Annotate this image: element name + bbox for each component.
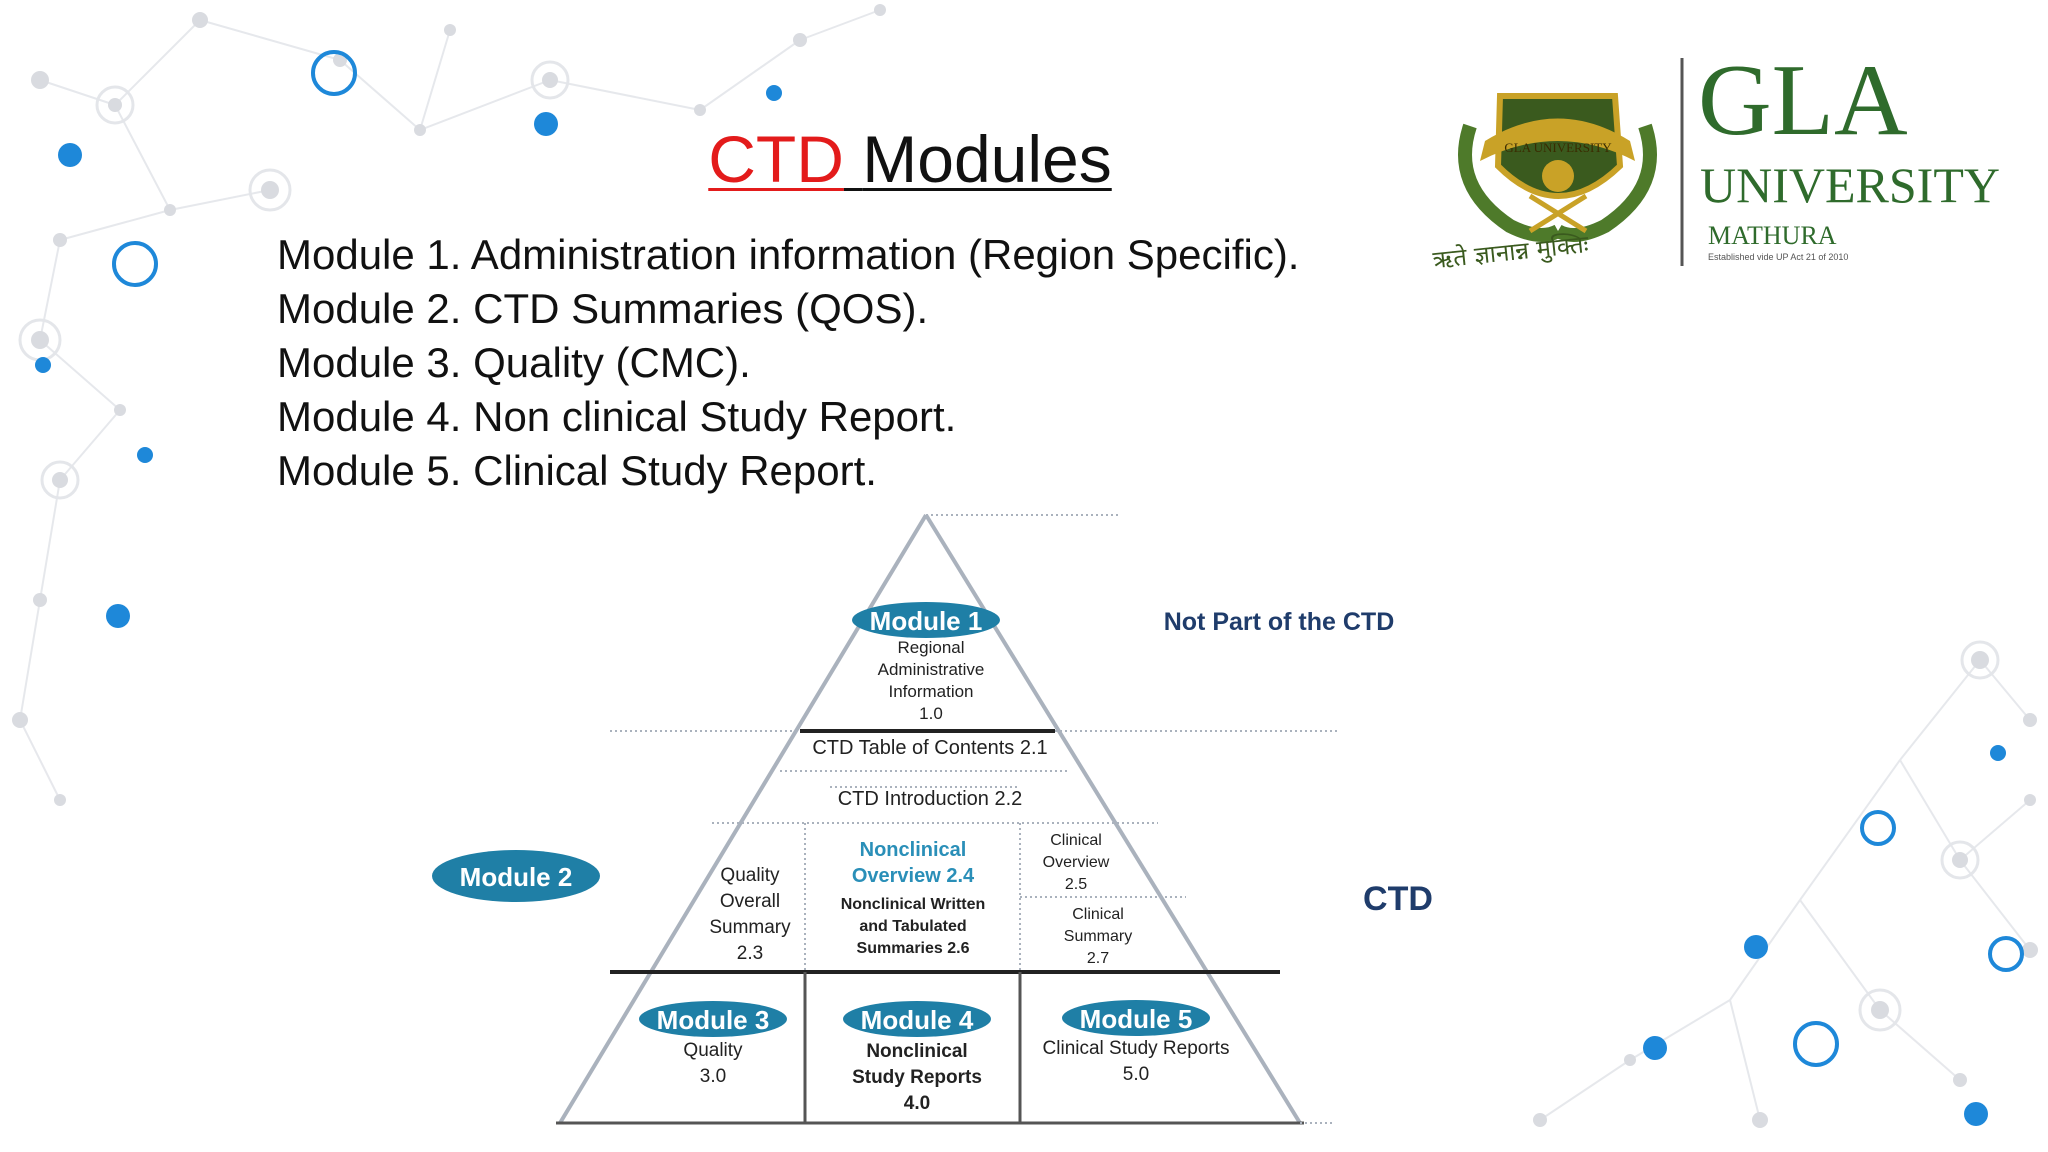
module-list-item: Module 1. Administration information (Re… (277, 231, 1300, 278)
clin-overview-line: Clinical (1050, 832, 1102, 849)
module-list-item: Module 3. Quality (CMC). (277, 339, 751, 386)
nc-overview-line: Overview 2.4 (852, 865, 975, 887)
slide-title: CTD Modules (0, 126, 1820, 192)
gla-university-logo: GLA UNIVERSITY ऋते ज्ञानान्न मुक्तिः GLA… (1431, 56, 2000, 275)
nc-overview-line: Nonclinical (860, 839, 967, 861)
module4-label: Module 4 (861, 1005, 974, 1035)
title-ctd: CTD (708, 122, 844, 196)
module2-badge (432, 850, 600, 902)
module1-badge (852, 602, 1000, 638)
module3-label: Module 3 (657, 1005, 770, 1035)
logo-established: Established vide UP Act 21 of 2010 (1708, 252, 1848, 262)
module5-line: Clinical Study Reports (1043, 1038, 1230, 1059)
module5-badge (1062, 1000, 1210, 1036)
clin-summary-line: Summary (1064, 928, 1132, 945)
module4-line: 4.0 (904, 1093, 930, 1114)
clin-overview-line: Overview (1043, 854, 1110, 871)
clin-summary-line: Clinical (1072, 906, 1124, 923)
crest-icon: GLA UNIVERSITY (1458, 93, 1657, 242)
module3-badge (639, 1001, 787, 1037)
logo-university: UNIVERSITY (1700, 157, 2000, 213)
module4-badge (843, 1001, 991, 1037)
logo-motto: ऋते ज्ञानान्न मुक्तिः (1431, 230, 1591, 275)
module3-line: Quality (683, 1040, 743, 1061)
seal-text: GLA UNIVERSITY (1504, 140, 1612, 155)
module1-line: Administrative (878, 660, 985, 679)
module-list-item: Module 5. Clinical Study Report. (277, 447, 877, 494)
qos-line: 2.3 (737, 943, 763, 964)
ctd-pyramid-diagram: Module 1 Regional Administrative Informa… (432, 513, 1433, 1125)
toc-label: CTD Table of Contents 2.1 (812, 737, 1047, 759)
clin-summary-line: 2.7 (1087, 950, 1109, 967)
nc-written-line: and Tabulated (859, 918, 966, 935)
module3-line: 3.0 (700, 1066, 726, 1087)
module4-line: Nonclinical (866, 1041, 967, 1062)
not-part-label: Not Part of the CTD (1164, 608, 1395, 636)
module1-line: Information (888, 682, 973, 701)
module4-line: Study Reports (852, 1067, 982, 1088)
ctd-label: CTD (1363, 880, 1433, 918)
intro-label: CTD Introduction 2.2 (838, 788, 1023, 810)
logo-city: MATHURA (1708, 221, 1837, 250)
clin-overview-line: 2.5 (1065, 876, 1087, 893)
qos-line: Summary (709, 917, 791, 938)
title-modules: Modules (862, 122, 1112, 196)
module1-line: 1.0 (919, 704, 943, 723)
module5-label: Module 5 (1080, 1004, 1193, 1034)
module2-label: Module 2 (460, 862, 573, 892)
module1-line: Regional (897, 638, 964, 657)
module-list: Module 1. Administration information (Re… (277, 228, 1299, 498)
module-list-item: Module 4. Non clinical Study Report. (277, 393, 957, 440)
qos-line: Quality (720, 865, 780, 886)
qos-line: Overall (720, 891, 780, 912)
module5-line: 5.0 (1123, 1064, 1149, 1085)
module-list-item: Module 2. CTD Summaries (QOS). (277, 285, 929, 332)
nc-written-line: Nonclinical Written (841, 896, 986, 913)
title-space (844, 122, 862, 196)
module1-label: Module 1 (870, 606, 983, 636)
logo-name: GLA (1698, 56, 1908, 157)
nc-written-line: Summaries 2.6 (857, 940, 970, 957)
